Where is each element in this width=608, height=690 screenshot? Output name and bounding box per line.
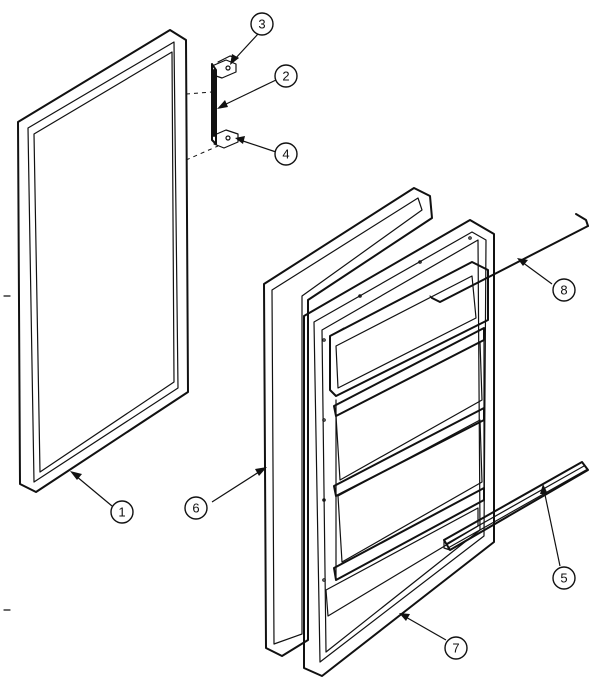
- part-8-shelf-rod: [429, 213, 589, 303]
- callout-5-label: 5: [560, 571, 567, 586]
- part-5-retainer-bar: [443, 461, 589, 551]
- leader-lines: [70, 33, 561, 641]
- callout-7: 7: [444, 636, 468, 660]
- hinge-alignment-line-lower: [185, 145, 219, 161]
- callout-8: 8: [552, 278, 576, 302]
- callout-6: 6: [184, 496, 208, 520]
- callout-4: 4: [274, 142, 298, 166]
- margin-marks: [3, 295, 11, 611]
- callout-4-label: 4: [282, 147, 289, 162]
- callout-2-label: 2: [282, 69, 289, 84]
- hinge-alignment-line-upper: [185, 91, 213, 95]
- callout-1: 1: [110, 500, 134, 524]
- door-shelves: [329, 261, 489, 581]
- callout-2: 2: [274, 64, 298, 88]
- part-1-door-gasket: [17, 29, 189, 493]
- callout-7-label: 7: [452, 641, 459, 656]
- callout-3-label: 3: [258, 17, 265, 32]
- callout-8-label: 8: [560, 283, 567, 298]
- callout-3: 3: [250, 12, 274, 36]
- callout-5: 5: [552, 566, 576, 590]
- part-6-door-gasket: [263, 187, 433, 657]
- callout-1-label: 1: [118, 505, 125, 520]
- callout-6-label: 6: [192, 501, 199, 516]
- part-2-hinge-bracket: [211, 59, 237, 145]
